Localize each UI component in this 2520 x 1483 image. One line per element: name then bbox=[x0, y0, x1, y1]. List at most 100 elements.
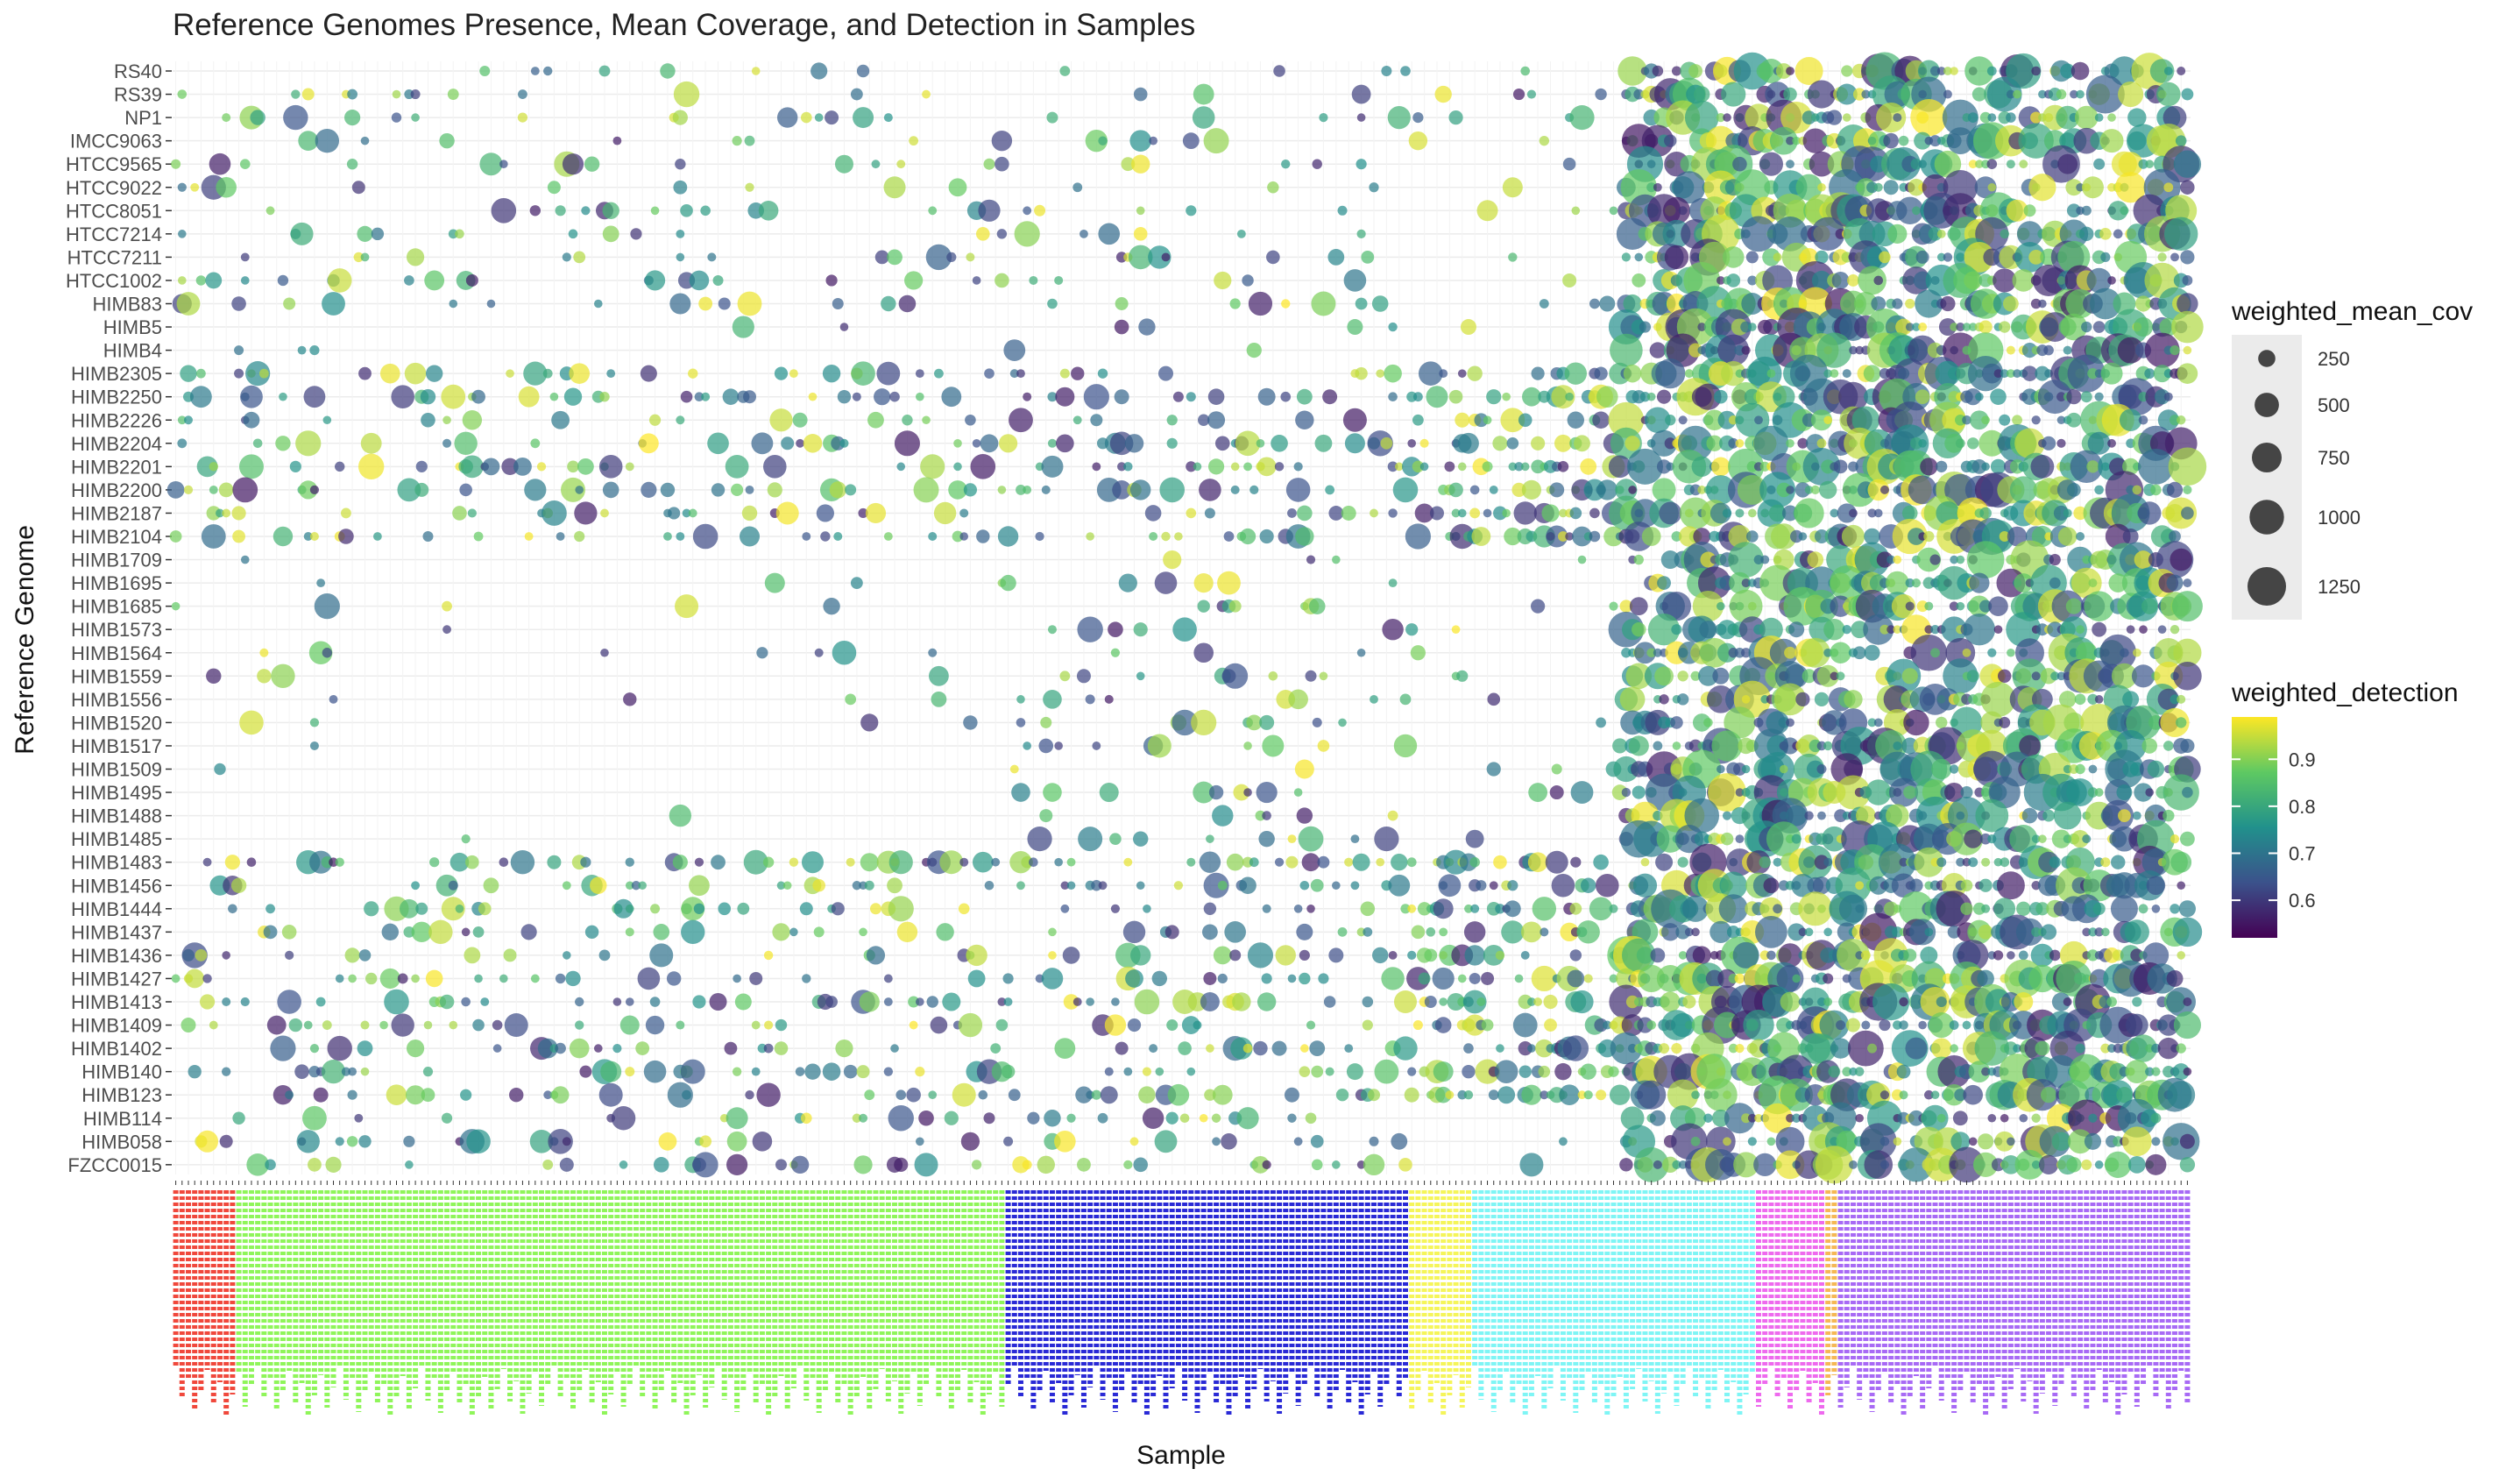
data-point bbox=[1370, 508, 1378, 518]
data-point bbox=[1242, 1043, 1253, 1054]
data-point bbox=[1438, 874, 1462, 898]
data-point bbox=[1464, 1014, 1486, 1036]
data-point bbox=[692, 995, 706, 1009]
data-point bbox=[1807, 1033, 1837, 1063]
data-point bbox=[1786, 805, 1808, 827]
data-point bbox=[1311, 291, 1336, 316]
data-point bbox=[1376, 369, 1385, 378]
data-point bbox=[2013, 369, 2021, 379]
data-point bbox=[1946, 127, 1974, 155]
data-point bbox=[2047, 621, 2063, 638]
data-point bbox=[209, 462, 218, 472]
data-point bbox=[1712, 667, 1730, 685]
data-point bbox=[2081, 1159, 2092, 1170]
data-point bbox=[898, 294, 917, 313]
data-point bbox=[958, 1012, 983, 1038]
data-point bbox=[1236, 1107, 1259, 1130]
data-point bbox=[2163, 741, 2174, 751]
data-point bbox=[2001, 1155, 2021, 1174]
data-point bbox=[598, 1082, 623, 1107]
data-point bbox=[1502, 177, 1523, 198]
data-point bbox=[960, 1132, 980, 1151]
data-point bbox=[2163, 809, 2175, 822]
data-point bbox=[455, 229, 464, 239]
data-point bbox=[1285, 478, 1311, 502]
data-point bbox=[2063, 508, 2072, 518]
data-point bbox=[1836, 1131, 1858, 1153]
data-point bbox=[1284, 1087, 1299, 1103]
data-point bbox=[1434, 85, 1452, 103]
data-point bbox=[2007, 1137, 2015, 1146]
data-point bbox=[832, 298, 844, 309]
data-point bbox=[1855, 881, 1865, 891]
data-point bbox=[894, 1157, 909, 1172]
data-point bbox=[2002, 295, 2019, 312]
data-point bbox=[1539, 135, 1550, 146]
data-point bbox=[358, 453, 385, 480]
data-point bbox=[245, 361, 271, 387]
data-point bbox=[1711, 457, 1731, 477]
data-point bbox=[518, 386, 540, 408]
data-point bbox=[2173, 662, 2202, 691]
data-point bbox=[2087, 693, 2099, 705]
data-point bbox=[1828, 1065, 1841, 1078]
data-point bbox=[1572, 526, 1592, 547]
data-point bbox=[1975, 798, 2009, 833]
data-point bbox=[933, 501, 957, 525]
data-point bbox=[1873, 508, 1883, 518]
data-point bbox=[309, 345, 320, 356]
data-point bbox=[1166, 415, 1178, 426]
data-point bbox=[1293, 788, 1303, 797]
data-point bbox=[185, 969, 205, 989]
data-point bbox=[559, 1157, 574, 1172]
data-point bbox=[555, 1042, 566, 1054]
data-point bbox=[547, 181, 561, 195]
data-point bbox=[2074, 693, 2086, 706]
data-point bbox=[181, 942, 208, 969]
data-point bbox=[731, 483, 744, 497]
data-point bbox=[270, 1035, 296, 1061]
data-point bbox=[2071, 567, 2102, 599]
data-point bbox=[1823, 369, 1832, 378]
data-point bbox=[599, 392, 610, 402]
data-point bbox=[271, 663, 295, 688]
data-point bbox=[1732, 941, 1759, 969]
data-point bbox=[2173, 150, 2202, 178]
data-point bbox=[1956, 555, 1965, 564]
data-point bbox=[1569, 949, 1582, 961]
data-point bbox=[1332, 555, 1341, 564]
data-point bbox=[460, 1089, 472, 1101]
data-point bbox=[1551, 385, 1575, 409]
data-point bbox=[1776, 482, 1792, 498]
data-point bbox=[1646, 1020, 1656, 1030]
data-point bbox=[1968, 1137, 1978, 1146]
data-point bbox=[335, 857, 344, 867]
data-point bbox=[953, 462, 962, 472]
data-point bbox=[1199, 851, 1221, 873]
data-point bbox=[1362, 1019, 1373, 1031]
data-point bbox=[1350, 881, 1360, 891]
data-point bbox=[561, 477, 586, 502]
data-point bbox=[1381, 967, 1405, 990]
data-point bbox=[575, 486, 584, 494]
data-point bbox=[1981, 904, 1991, 913]
data-point bbox=[1656, 459, 1672, 474]
data-point bbox=[358, 366, 372, 380]
data-point bbox=[1577, 1090, 1587, 1100]
data-point bbox=[1083, 384, 1109, 410]
data-point bbox=[1817, 811, 1826, 820]
data-point bbox=[1594, 366, 1608, 380]
data-point bbox=[547, 855, 562, 869]
data-point bbox=[931, 691, 947, 707]
data-point bbox=[1755, 915, 1787, 948]
data-point bbox=[1407, 904, 1417, 913]
data-point bbox=[1514, 974, 1524, 983]
data-point bbox=[1699, 621, 1717, 639]
data-point bbox=[1717, 276, 1725, 285]
data-point bbox=[883, 532, 893, 541]
data-point bbox=[688, 508, 697, 518]
data-point bbox=[1936, 252, 1946, 262]
data-point bbox=[1560, 922, 1579, 942]
data-point bbox=[259, 648, 269, 657]
data-point bbox=[600, 648, 609, 657]
